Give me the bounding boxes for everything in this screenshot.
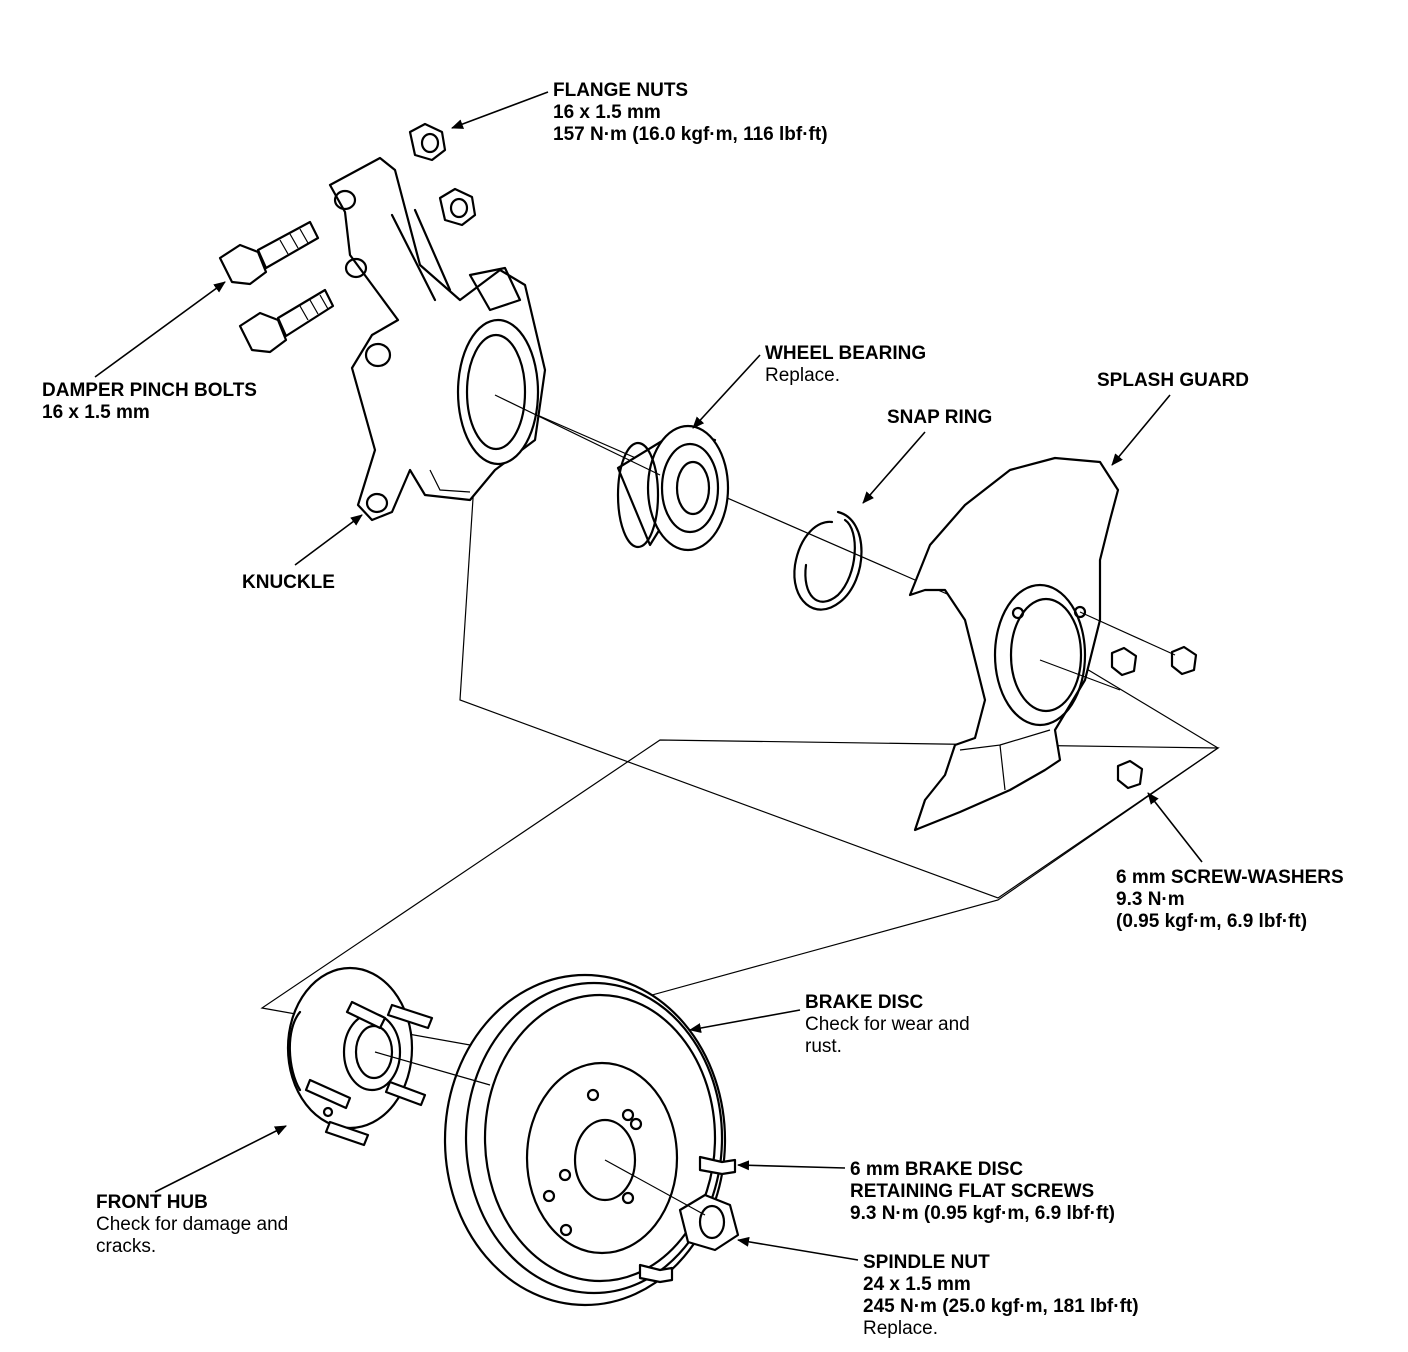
label-flange-nuts: FLANGE NUTS 16 x 1.5 mm 157 N·m (16.0 kg… bbox=[553, 80, 828, 146]
leader-spindle-nut bbox=[737, 1236, 859, 1261]
label-knuckle: KNUCKLE bbox=[242, 572, 335, 594]
label-wheel-bearing: WHEEL BEARING Replace. bbox=[765, 343, 926, 387]
label-screw-washers: 6 mm SCREW-WASHERS 9.3 N·m (0.95 kgf·m, … bbox=[1116, 867, 1344, 933]
label-spindle-nut-line-3: Replace. bbox=[863, 1318, 938, 1339]
splash-guard-part bbox=[908, 456, 1120, 832]
damper-pinch-bolt-1 bbox=[218, 220, 320, 286]
leader-brake-disc bbox=[689, 1009, 801, 1033]
label-screw-washers-line-1: 9.3 N·m bbox=[1116, 889, 1185, 910]
axis-line-5 bbox=[604, 1159, 706, 1216]
label-splash-guard-title: SPLASH GUARD bbox=[1097, 370, 1250, 391]
label-flat-screws-line-1: RETAINING FLAT SCREWS bbox=[850, 1181, 1095, 1202]
screw-washer-3 bbox=[1116, 759, 1144, 790]
flat-screw-2 bbox=[638, 1263, 674, 1284]
label-front-hub-title: FRONT HUB bbox=[96, 1192, 208, 1213]
label-snap-ring-title: SNAP RING bbox=[887, 407, 993, 428]
label-spindle-nut-line-1: 24 x 1.5 mm bbox=[863, 1274, 971, 1295]
leader-wheel-bearing bbox=[692, 354, 761, 429]
damper-pinch-bolt-2 bbox=[238, 288, 335, 354]
label-wheel-bearing-line-1: Replace. bbox=[765, 365, 840, 386]
front-hub-part bbox=[286, 966, 434, 1147]
label-brake-disc-title: BRAKE DISC bbox=[805, 992, 924, 1013]
axis-line-3 bbox=[1079, 611, 1176, 656]
label-flat-screws-title: 6 mm BRAKE DISC bbox=[850, 1159, 1024, 1180]
flat-screw-1 bbox=[698, 1155, 737, 1176]
flange-nut-2 bbox=[438, 187, 477, 227]
label-brake-disc: BRAKE DISC Check for wear and rust. bbox=[805, 992, 970, 1058]
snap-ring-part bbox=[793, 510, 863, 611]
label-front-hub-line-1: Check for damage and bbox=[96, 1214, 289, 1235]
label-splash-guard: SPLASH GUARD bbox=[1097, 370, 1249, 392]
label-screw-washers-title: 6 mm SCREW-WASHERS bbox=[1116, 867, 1344, 888]
label-damper-pinch-bolts: DAMPER PINCH BOLTS 16 x 1.5 mm bbox=[42, 380, 257, 424]
knuckle-part bbox=[328, 156, 547, 522]
label-spindle-nut: SPINDLE NUT 24 x 1.5 mm 245 N·m (25.0 kg… bbox=[863, 1252, 1139, 1340]
label-damper-pinch-bolts-line-1: 16 x 1.5 mm bbox=[42, 402, 150, 423]
flange-nut-1 bbox=[408, 122, 447, 162]
label-spindle-nut-title: SPINDLE NUT bbox=[863, 1252, 990, 1273]
label-brake-disc-line-2: rust. bbox=[805, 1036, 842, 1057]
label-snap-ring: SNAP RING bbox=[887, 407, 992, 429]
leader-screw-washers bbox=[1147, 792, 1203, 863]
label-damper-pinch-bolts-title: DAMPER PINCH BOLTS bbox=[42, 380, 257, 401]
leader-front-hub bbox=[154, 1125, 287, 1193]
label-spindle-nut-line-2: 245 N·m (25.0 kgf·m, 181 lbf·ft) bbox=[863, 1296, 1139, 1317]
label-knuckle-title: KNUCKLE bbox=[242, 572, 335, 593]
label-front-hub-line-2: cracks. bbox=[96, 1236, 157, 1257]
axis-line-1 bbox=[494, 394, 661, 476]
label-front-hub: FRONT HUB Check for damage and cracks. bbox=[96, 1192, 288, 1258]
leader-splash-guard bbox=[1111, 394, 1171, 466]
wheel-bearing-part bbox=[616, 424, 730, 552]
leader-flange-nuts bbox=[451, 91, 549, 129]
leader-damper-pinch-bolts bbox=[94, 281, 226, 378]
label-screw-washers-line-2: (0.95 kgf·m, 6.9 lbf·ft) bbox=[1116, 911, 1308, 932]
label-flat-screws-line-2: 9.3 N·m (0.95 kgf·m, 6.9 lbf·ft) bbox=[850, 1203, 1115, 1224]
screw-washer-1 bbox=[1110, 646, 1138, 677]
axis-line-2 bbox=[1039, 659, 1121, 691]
leader-knuckle bbox=[294, 514, 363, 566]
brake-disc-part bbox=[443, 973, 727, 1307]
leader-flat-screws bbox=[737, 1160, 846, 1171]
assembly-frame-upper bbox=[459, 389, 1220, 899]
label-brake-disc-line-1: Check for wear and bbox=[805, 1014, 970, 1035]
assembly-frame-lower bbox=[260, 739, 1220, 1046]
label-flange-nuts-line-2: 157 N·m (16.0 kgf·m, 116 lbf·ft) bbox=[553, 124, 828, 145]
label-flat-screws: 6 mm BRAKE DISC RETAINING FLAT SCREWS 9.… bbox=[850, 1159, 1115, 1225]
screw-washer-2 bbox=[1170, 645, 1198, 676]
label-flange-nuts-title: FLANGE NUTS bbox=[553, 80, 689, 101]
label-flange-nuts-line-1: 16 x 1.5 mm bbox=[553, 102, 661, 123]
leader-snap-ring bbox=[862, 431, 926, 504]
axis-line-4 bbox=[374, 1051, 491, 1086]
label-wheel-bearing-title: WHEEL BEARING bbox=[765, 343, 927, 364]
